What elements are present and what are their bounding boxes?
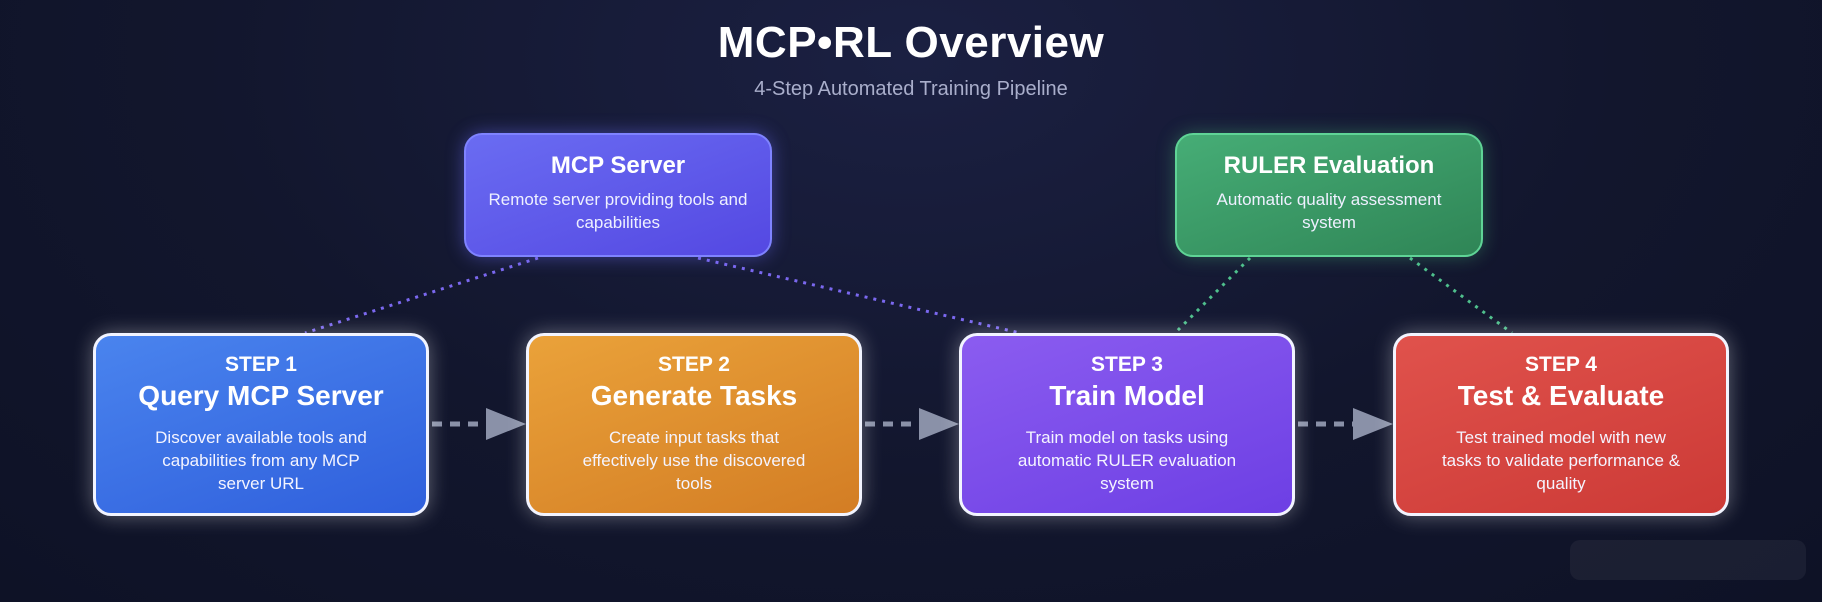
step-4-node: STEP 4 Test & Evaluate Test trained mode… [1393, 333, 1729, 516]
step-2-node: STEP 2 Generate Tasks Create input tasks… [526, 333, 862, 516]
step-1-node: STEP 1 Query MCP Server Discover availab… [93, 333, 429, 516]
step-1-number: STEP 1 [225, 353, 297, 376]
mcp-server-description: Remote server providing tools and capabi… [488, 190, 748, 232]
step-3-title: Train Model [1049, 380, 1205, 411]
mcp-link-step3 [697, 256, 1021, 335]
step-4-title: Test & Evaluate [1457, 380, 1665, 411]
step-3-node: STEP 3 Train Model Train model on tasks … [959, 333, 1295, 516]
ruler-evaluation-name: RULER Evaluation [1223, 152, 1435, 179]
step-2-description: Create input tasks that effectively use … [582, 428, 806, 493]
blurred-watermark [1570, 540, 1806, 580]
ruler-evaluation-node: RULER Evaluation Automatic quality asses… [1175, 133, 1483, 257]
flow-arrow-3-4 [1298, 408, 1393, 440]
step-4-number: STEP 4 [1525, 353, 1597, 376]
flow-arrow-2-3 [865, 408, 959, 440]
ruler-link-step4 [1409, 256, 1513, 335]
diagram-title: MCP•RL Overview [717, 18, 1105, 67]
step-2-title: Generate Tasks [590, 380, 798, 411]
step-1-description: Discover available tools and capabilitie… [155, 428, 367, 493]
ruler-link-step3 [1173, 256, 1252, 335]
ruler-evaluation-description: Automatic quality assessment system [1216, 190, 1442, 232]
mcp-server-node: MCP Server Remote server providing tools… [464, 133, 772, 257]
step-4-description: Test trained model with new tasks to val… [1441, 428, 1681, 493]
step-1-title: Query MCP Server [138, 380, 384, 411]
step-2-number: STEP 2 [658, 353, 730, 376]
diagram-subtitle: 4-Step Automated Training Pipeline [754, 78, 1068, 100]
mcp-server-name: MCP Server [550, 152, 686, 179]
step-3-description: Train model on tasks using automatic RUL… [1017, 428, 1237, 493]
mcp-link-step1 [304, 256, 539, 335]
flow-arrow-1-2 [432, 408, 526, 440]
step-3-number: STEP 3 [1091, 353, 1163, 376]
